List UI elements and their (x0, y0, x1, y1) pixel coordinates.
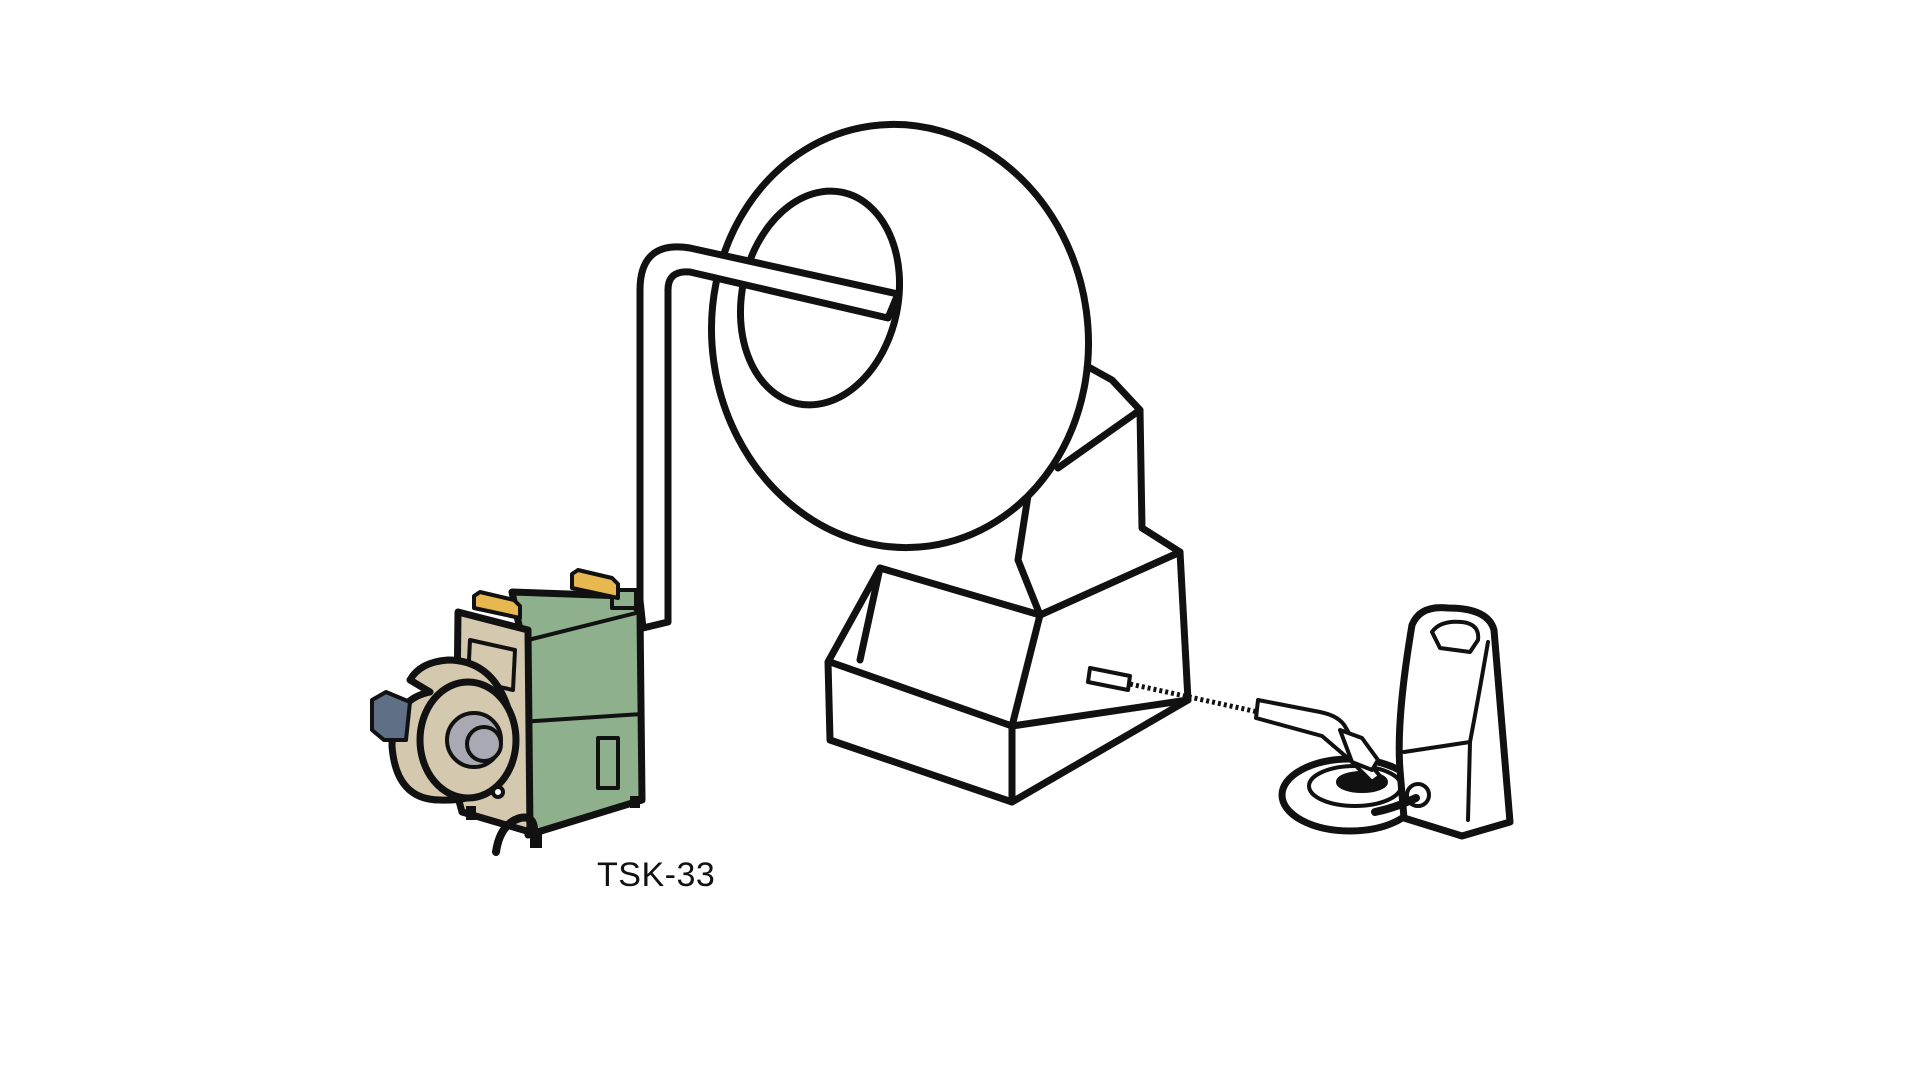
blower-model-label: TSK-33 (597, 856, 716, 894)
blower-feet (466, 796, 640, 848)
air-duct-icon (636, 243, 902, 632)
washer-body (1395, 604, 1514, 840)
washer-lance-icon (1086, 666, 1259, 715)
washer-hose-icon (1371, 794, 1420, 816)
washer-icon (1086, 604, 1514, 840)
blower-motor-icon (370, 690, 412, 742)
washer-spray-gun-icon (1254, 698, 1382, 784)
blower-hub-icon (445, 711, 505, 799)
pan-base-cabinet (824, 548, 1192, 806)
coating-pan-icon (708, 120, 1192, 806)
blower-icon (370, 568, 646, 856)
blower-handle-icon (472, 568, 620, 620)
blower-vent (596, 736, 620, 790)
blower-power-cable-icon (492, 813, 538, 856)
